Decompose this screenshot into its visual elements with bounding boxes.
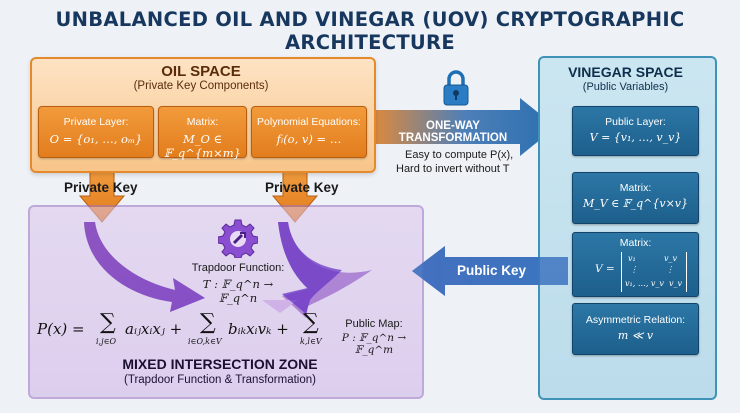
page-title: UNBALANCED OIL AND VINEGAR (UOV) CRYPTOG… (55, 8, 685, 54)
vinegar-box-math: V = {v₁, …, v_v} (589, 131, 682, 144)
formula-sum-2: ∑ (200, 310, 216, 335)
matrix-cell: ⋮ (666, 265, 674, 274)
trapdoor-label: Trapdoor Function: (191, 262, 285, 274)
vinegar-space-subtitle: (Public Variables) (582, 81, 669, 93)
formula-sum-2-index: i∈O,k∈V (188, 337, 222, 346)
vinegar-box-math: M_V ∈ 𝔽_q^{v×v} (582, 197, 689, 210)
oil-box-math: fᵢ(o, v) = … (276, 132, 342, 146)
one-way-transformation-label: ONE-WAY TRANSFORMATION (398, 120, 508, 144)
oil-box-polynomial-equations: Polynomial Equations: fᵢ(o, v) = … (251, 106, 367, 158)
trapdoor-math: T : 𝔽_q^n → 𝔽_q^n (202, 277, 274, 305)
formula-sum-1-index: i,j∈O (96, 337, 117, 346)
one-way-transformation-arrow (372, 98, 556, 156)
vinegar-box-public-layer: Public Layer: V = {v₁, …, v_v} (572, 106, 699, 156)
purple-curve-right-front (278, 222, 342, 314)
mixed-zone-subtitle: (Trapdoor Function & Transformation) (124, 374, 316, 386)
matrix-cell: v₁, …, v_v (625, 279, 664, 288)
oil-box-label: Matrix: (186, 116, 219, 128)
matrix-cell: v₁ (628, 254, 636, 263)
formula-lhs: P(x) = (37, 320, 85, 338)
oil-space-subtitle: (Private Key Components) (133, 80, 269, 92)
transform-note-line1: Easy to compute P(x), (405, 149, 514, 161)
oil-box-math: M_O ∈ 𝔽_q^{m×m} (164, 132, 241, 160)
vinegar-matrix-lhs: V = (595, 263, 615, 275)
public-key-label: Public Key (457, 263, 527, 278)
vinegar-box-matrix-expanded: Matrix: V = v₁ v_v ⋮ ⋮ v₁, …, v_v v_v (572, 232, 699, 297)
public-map-label: Public Map: (345, 318, 403, 330)
vinegar-box-asymmetric-relation: Asymmetric Relation: m ≪ v (572, 303, 699, 355)
oil-space-title: OIL SPACE (161, 63, 241, 80)
mixed-zone-title: MIXED INTERSECTION ZONE (122, 356, 318, 372)
vinegar-box-math: m ≪ v (617, 329, 654, 342)
vinegar-matrix: v₁ v_v ⋮ ⋮ v₁, …, v_v v_v (621, 252, 687, 292)
transform-note-line2: Hard to invert without T (396, 163, 510, 175)
private-key-label-right: Private Key (265, 180, 339, 195)
matrix-cell: v_v (664, 254, 678, 263)
vinegar-space-title: VINEGAR SPACE (568, 64, 683, 80)
formula-sum-3-index: k,l∈V (300, 337, 322, 346)
oil-box-math: O = {o₁, …, oₘ} (49, 132, 143, 146)
private-key-label-left: Private Key (64, 180, 138, 195)
vinegar-box-label: Matrix: (619, 182, 652, 194)
formula-sum-3: ∑ (303, 310, 319, 335)
oil-box-label: Private Layer: (63, 116, 129, 128)
matrix-cell: ⋮ (630, 265, 638, 274)
formula-term-2: bᵢₖxᵢvₖ + (228, 320, 289, 338)
lock-icon (443, 70, 469, 106)
vinegar-box-label: Asymmetric Relation: (585, 314, 686, 326)
public-map-math: P : 𝔽_q^n → 𝔽_q^m (341, 332, 407, 356)
vinegar-box-matrix: Matrix: M_V ∈ 𝔽_q^{v×v} (572, 172, 699, 224)
oil-box-private-layer: Private Layer: O = {o₁, …, oₘ} (38, 106, 154, 158)
purple-curve-left-front (84, 222, 205, 312)
oil-box-label: Polynomial Equations: (257, 116, 361, 128)
formula-sum-1: ∑ (100, 310, 116, 335)
public-key-arrow-front (412, 246, 568, 296)
gear-icon (218, 219, 258, 258)
formula-term-1: aᵢⱼxᵢxⱼ + (125, 320, 183, 338)
oil-box-matrix: Matrix: M_O ∈ 𝔽_q^{m×m} (158, 106, 247, 160)
vinegar-box-label: Public Layer: (605, 116, 666, 128)
matrix-cell: v_v (669, 279, 683, 288)
vinegar-box-label: Matrix: (619, 237, 652, 249)
